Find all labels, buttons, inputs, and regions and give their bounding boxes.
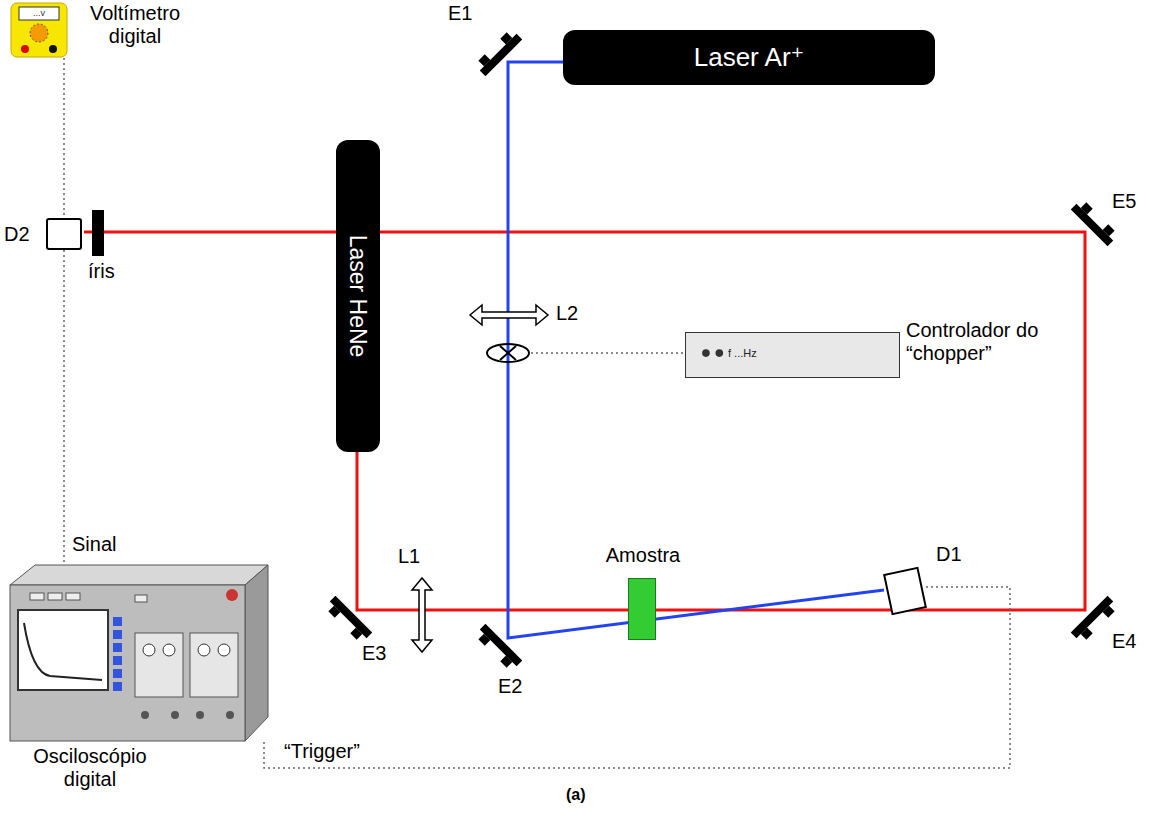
- part-label: E5: [1112, 190, 1136, 213]
- detector-box: D1: [880, 565, 930, 617]
- detector-box-drawing: [880, 565, 930, 617]
- part-label: L1: [398, 545, 420, 568]
- laser-box: Laser HeNe: [336, 140, 380, 452]
- instrument-label: Osciloscópio digital: [10, 745, 170, 791]
- voltmeter-icon: ...vVoltímetro digital: [10, 2, 68, 58]
- part-label: íris: [88, 260, 115, 283]
- detector-label: D1: [936, 543, 976, 566]
- chopper-cable: [531, 352, 685, 354]
- part-label: E1: [448, 2, 472, 25]
- sample-label: Amostra: [598, 544, 688, 567]
- mirror-symbol: [474, 28, 522, 76]
- oscilloscope-icon: Osciloscópio digital: [10, 565, 270, 741]
- cable-label: “Trigger”: [282, 740, 362, 763]
- sample-box: Amostra: [628, 578, 656, 640]
- display-text: ...v: [20, 8, 58, 18]
- oscilloscope-icon-drawing: [10, 565, 270, 741]
- controller-box-drawing: [686, 333, 899, 377]
- mirror-symbol: [324, 596, 372, 644]
- frequency-text: f ...Hz: [728, 347, 818, 360]
- laser-label: Laser HeNe: [345, 235, 371, 358]
- figure-caption: (a): [566, 786, 586, 804]
- lens-symbol: [470, 305, 548, 325]
- cable-label: Sinal: [70, 533, 118, 556]
- instrument-label: Controlador do “chopper”: [906, 319, 1056, 365]
- laser-label: Laser Ar⁺: [563, 30, 935, 85]
- part-label: E4: [1112, 630, 1136, 653]
- controller-box: f ...HzControlador do “chopper”: [685, 332, 900, 378]
- lens-symbol: [412, 578, 432, 652]
- mirror-symbol: [1071, 198, 1119, 246]
- part-label: E3: [362, 642, 386, 665]
- laser-box: Laser Ar⁺: [563, 30, 935, 85]
- iris-symbol: [92, 210, 104, 256]
- signal-cable: [63, 250, 65, 565]
- signal-cable: [63, 58, 65, 218]
- hene-beam: [84, 232, 1085, 610]
- mirror-symbol: [1071, 596, 1119, 644]
- part-label: E2: [498, 675, 522, 698]
- mirror-symbol: [474, 624, 522, 672]
- detector-box: D2: [46, 218, 82, 250]
- detector-label: D2: [4, 223, 42, 246]
- chopper-symbol: [487, 344, 529, 362]
- instrument-label: Voltímetro digital: [76, 2, 194, 48]
- part-label: L2: [556, 302, 578, 325]
